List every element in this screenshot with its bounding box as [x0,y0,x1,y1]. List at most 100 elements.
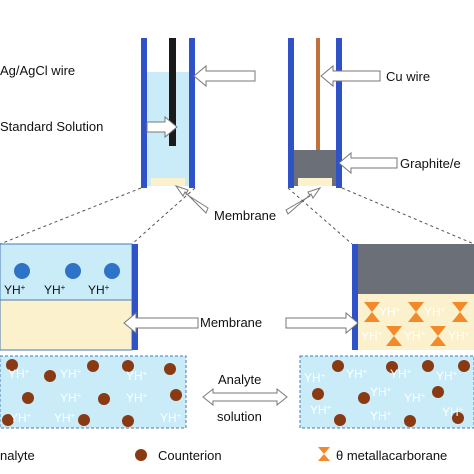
electrode-membrane-right [298,178,332,186]
membrane-region-left [0,299,133,351]
counterion-dot [2,414,14,426]
counterion-dot [334,414,346,426]
analyte-label-line2: solution [217,409,262,424]
counterion-dot [432,386,444,398]
electrode-left-wall [141,38,147,188]
block-arrow-icon [174,185,209,214]
hourglass-icon [430,326,446,346]
zoom-right-wall [352,244,358,350]
counterion-dot [312,388,324,400]
counterion-dot [122,415,134,427]
block-arrow-icon [193,64,256,88]
hourglass-icon [364,302,380,322]
cu-wire [316,38,320,150]
yh-ion-label: YH+ [442,405,464,419]
zoom-right [352,244,474,350]
yh-ion-label: YH+ [424,305,446,319]
zoom-lines [0,187,474,245]
yh-ion-label: YH+ [404,391,426,405]
yh-ion-label: YH+ [304,371,326,385]
counterions-right [312,360,470,427]
block-arrow-icon [146,115,178,139]
yh-ion-label: YH+ [160,411,182,425]
legend-metallacarborane-label: θ metallacarborane [336,448,448,463]
ion-dot [104,263,120,279]
hourglass-icon [408,302,424,322]
yh-ion-label: YH+ [404,329,426,343]
block-arrow-icon [320,64,381,88]
counterion-dot [404,415,416,427]
yh-ion-label: YH+ [88,283,110,297]
yh-ion-label: YH+ [60,367,82,381]
legend-counterion-label: Counterion [158,448,222,463]
yh-ion-label: YH+ [126,369,148,383]
hourglass-icon [386,326,402,346]
counterion-dot [170,389,182,401]
label-arrows-top [146,64,398,215]
yh-ion-label: YH+ [310,403,332,417]
yh-ion-label: YH+ [390,367,412,381]
ion-dot [14,263,30,279]
yh-ion-label: YH+ [346,367,368,381]
hourglass-icon [452,302,468,322]
counterion-dot [6,359,18,371]
ag-wire-label: Ag/AgCl wire [0,63,76,78]
electrode-right-right-wall [336,38,342,188]
yh-ion-label: YH+ [126,391,148,405]
counterion-dot [358,392,370,404]
yh-ion-label: YH+ [379,305,401,319]
yh-ion-label: YH+ [361,329,383,343]
yh-ion-label: YH+ [10,411,32,425]
membrane-label-top: Membrane [214,208,277,223]
block-arrow-icon [285,187,322,215]
electrode-right-left-wall [288,38,294,188]
membrane-arrows [123,311,359,335]
graphite-label: Graphite/e [400,156,461,171]
counterion-dot [458,360,470,372]
analyte-double-arrow [202,387,288,407]
counterion-dot [122,360,134,372]
solid-contact-electrode [288,38,342,188]
double-arrow-icon [202,387,288,407]
counterion-dot [422,360,434,372]
counterion-dot [22,392,34,404]
yh-ion-label: YH+ [370,409,392,423]
yh-ion-label: YH+ [4,283,26,297]
counterion-dot [98,393,110,405]
block-arrow-icon [285,311,359,335]
yh-ion-label: YH+ [60,391,82,405]
membrane-label-mid: Membrane [200,315,263,330]
liquid-contact-electrode [141,38,195,188]
hourglass-group [364,302,468,346]
yh-ion-label: YH+ [436,369,458,383]
counterion-dot [164,363,176,375]
counterion-dot [452,412,464,424]
legend-counterion-icon [135,449,147,461]
counterions-left [2,359,182,427]
yh-ion-label: YH+ [44,283,66,297]
zoom-left [0,243,138,351]
block-arrow-icon [338,151,398,175]
counterion-dot [332,360,344,372]
electrode-membrane [151,178,185,186]
counterion-dot [44,370,56,382]
electrode-right-wall [189,38,195,188]
yh-ion-label: YH+ [8,367,30,381]
yh-ion-label: YH+ [370,385,392,399]
ion-dot [65,263,81,279]
yh-ion-label: YH+ [448,329,470,343]
block-arrow-icon [123,311,199,335]
zoom-left-wall [132,244,138,350]
analyte-label-line1: Analyte [218,372,262,387]
graphite-region [358,244,474,294]
counterion-dot [78,414,90,426]
legend-metallacarborane-icon [318,447,330,461]
cu-wire-label: Cu wire [386,69,431,84]
counterion-dot [386,361,398,373]
standard-solution-label: Standard Solution [0,119,104,134]
counterion-dot [87,360,99,372]
ag-agcl-wire [169,38,176,146]
legend-analyte-label: nalyte [0,448,35,463]
